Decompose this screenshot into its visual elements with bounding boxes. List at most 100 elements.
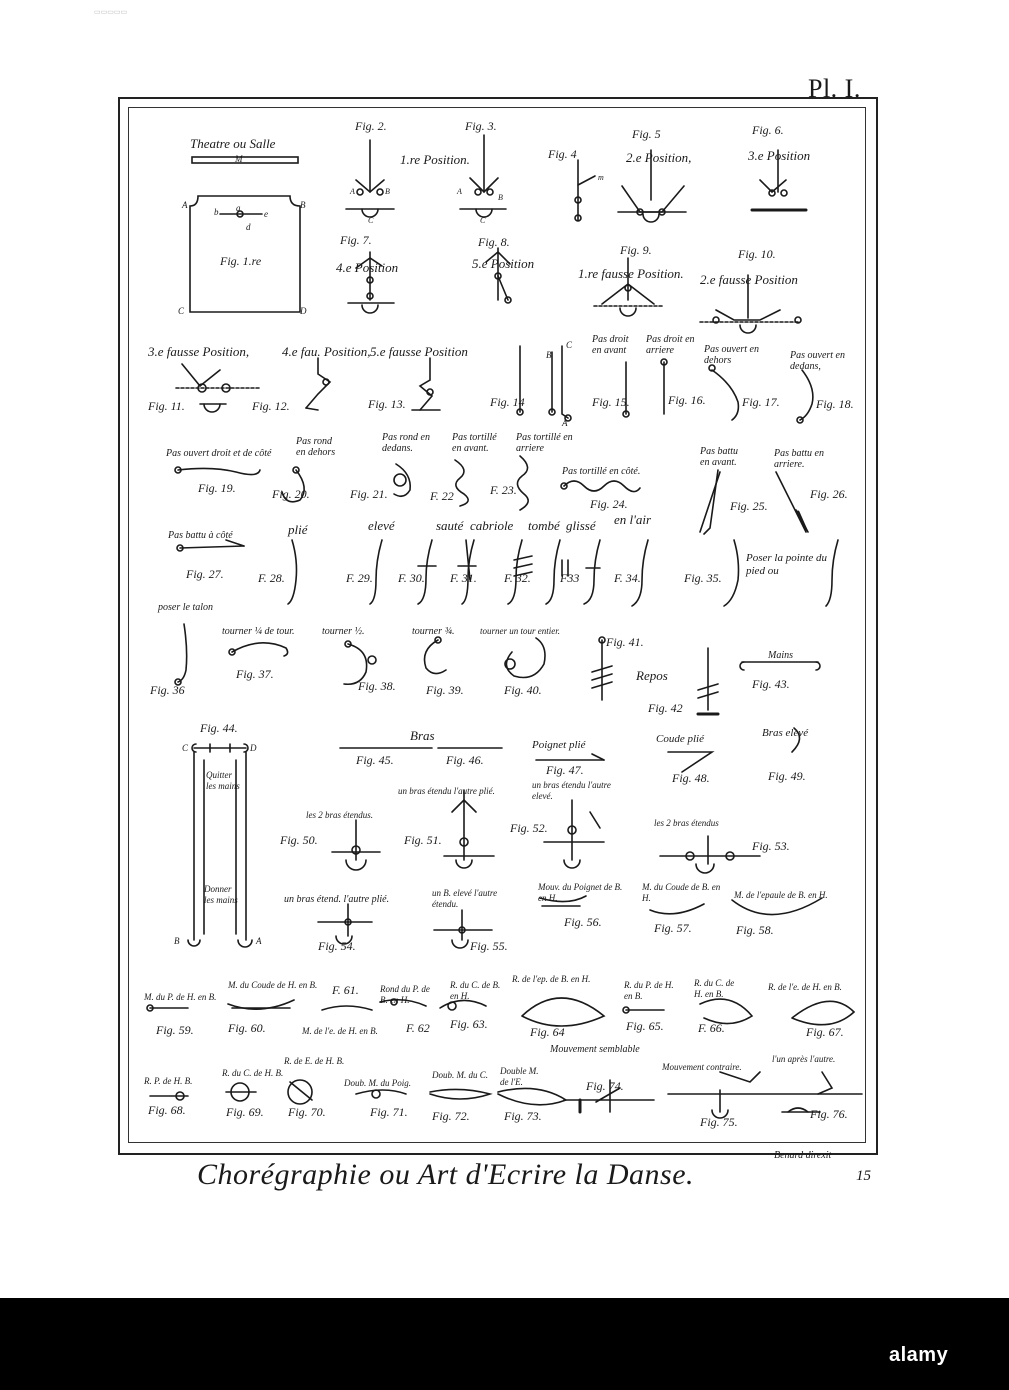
mouvement-semblable: Mouvement semblable	[550, 1044, 640, 1055]
fig-38: Fig. 38.	[358, 680, 396, 692]
label-glisse: glissé	[566, 520, 596, 531]
fig-6: Fig. 6.	[752, 124, 784, 136]
fig14-b: B	[546, 350, 552, 361]
fig-53: Fig. 53.	[752, 840, 790, 852]
position-4: 4.e Position	[336, 262, 398, 273]
quitter-mains: Quitter les mains	[206, 770, 242, 792]
m-poignet-h: M. du P. de H. en B.	[144, 992, 216, 1003]
fig-66: F. 66.	[698, 1022, 725, 1034]
theatre-m: M	[235, 154, 243, 165]
double-m-epaule: Double M. de l'E.	[500, 1066, 548, 1088]
fig-64: Fig. 64	[530, 1026, 565, 1038]
fig-46: Fig. 46.	[446, 754, 484, 766]
r-epaule-2: R. de l'e. de H. en B.	[768, 982, 842, 993]
donner-mains: Donner les mains	[204, 884, 242, 906]
mains: Mains	[768, 650, 793, 661]
fig-22: F. 22	[430, 490, 454, 502]
poser-pointe: Poser la pointe du pied ou	[746, 552, 830, 578]
fig-61: F. 61.	[332, 984, 359, 996]
tourner-quart: tourner ¼ de tour.	[222, 626, 295, 637]
fig2-b: B	[385, 186, 390, 197]
r-coude-2: R. du C. de H. en B.	[694, 978, 744, 1000]
fig-5: Fig. 5	[632, 128, 661, 140]
fausse-position-1: 1.re fausse Position.	[578, 268, 684, 279]
fig-36: Fig. 36	[150, 684, 185, 696]
bras-eleve: Bras elevé	[762, 728, 808, 739]
fig-18: Fig. 18.	[816, 398, 854, 410]
rond-poignet: Rond du P. de B. en H.	[380, 984, 436, 1006]
r-poignet: R. du P. de H. en B.	[624, 980, 684, 1002]
fig-17: Fig. 17.	[742, 396, 780, 408]
bras-etendu-eleve: un bras étendu l'autre elevé.	[532, 780, 618, 802]
un-apres-lautre: l'un après l'autre.	[772, 1054, 835, 1065]
fig-75: Fig. 75.	[700, 1116, 738, 1128]
fig-23: F. 23.	[490, 484, 517, 496]
fig-59: Fig. 59.	[156, 1024, 194, 1036]
fig44-a: A	[256, 936, 262, 947]
fig-26: Fig. 26.	[810, 488, 848, 500]
fig-14: Fig. 14	[490, 396, 525, 408]
fig-43: Fig. 43.	[752, 678, 790, 690]
theatre-d: D	[300, 306, 307, 317]
r-epaule: R. de l'ep. de B. en H.	[512, 974, 590, 985]
pas-battu-arriere: Pas battu en arriere.	[774, 448, 828, 470]
pas-ouvert-dedans: Pas ouvert en dedans,	[790, 350, 846, 372]
theatre-b: B	[300, 200, 306, 211]
fig-47: Fig. 47.	[546, 764, 584, 776]
fig-9: Fig. 9.	[620, 244, 652, 256]
poignet-plie: Poignet plié	[532, 740, 585, 751]
r-p-h-b: R. P. de H. B.	[144, 1076, 192, 1087]
fig2-c: C	[368, 215, 373, 226]
fig-35: Fig. 35.	[684, 572, 722, 584]
pas-battu-cote: Pas battu à côté	[168, 530, 233, 541]
pas-tortille-avant: Pas tortillé en avant.	[452, 432, 506, 454]
fig-58: Fig. 58.	[736, 924, 774, 936]
fig-63: Fig. 63.	[450, 1018, 488, 1030]
pas-tortille-cote: Pas tortillé en côté.	[562, 466, 640, 477]
watermark-bar: alamy	[0, 1298, 1009, 1390]
fig-71: Fig. 71.	[370, 1106, 408, 1118]
fig-57: Fig. 57.	[654, 922, 692, 934]
fig4-m: m	[598, 172, 604, 183]
fig-15: Fig. 15.	[592, 396, 630, 408]
position-3: 3.e Position	[748, 150, 810, 161]
fig-74: Fig. 74.	[586, 1080, 624, 1092]
pas-droit-arriere: Pas droit en arriere	[646, 334, 696, 356]
mouvement-contraire: Mouvement contraire.	[662, 1062, 742, 1073]
fig-34: F. 34.	[614, 572, 641, 584]
fig-33: F33	[560, 572, 579, 584]
plate-title: Chorégraphie ou Art d'Ecrire la Danse.	[197, 1158, 694, 1192]
label-plie: plié	[288, 524, 308, 535]
fig-29: F. 29.	[346, 572, 373, 584]
fig-44: Fig. 44.	[200, 722, 238, 734]
repos: Repos	[636, 670, 668, 681]
positions-row-2	[348, 248, 801, 333]
fig-39: Fig. 39.	[426, 684, 464, 696]
bras: Bras	[410, 730, 435, 741]
fig-73: Fig. 73.	[504, 1110, 542, 1122]
engraver-signature: Benard direxit	[774, 1150, 831, 1161]
fig-7: Fig. 7.	[340, 234, 372, 246]
double-m-poignet: Doub. M. du Poig.	[344, 1078, 411, 1089]
m-coude: M. du Coude de B. en H.	[642, 882, 722, 904]
fig-51: Fig. 51.	[404, 834, 442, 846]
m-epaule: M. de l'epaule de B. en H.	[734, 890, 828, 901]
pas-ouvert-droit: Pas ouvert droit et de côté	[166, 448, 271, 459]
fig-32: F. 32.	[504, 572, 531, 584]
r-coude: R. du C. de B. en H.	[450, 980, 502, 1002]
fig3-b: B	[498, 192, 503, 203]
fig-50: Fig. 50.	[280, 834, 318, 846]
fig-40: Fig. 40.	[504, 684, 542, 696]
tourner-trois-quarts: tourner ¾.	[412, 626, 455, 637]
fig3-c: C	[480, 215, 485, 226]
theatre-small-a: a	[236, 203, 241, 214]
bras-eleve-autre: un B. elevé l'autre étendu.	[432, 888, 514, 910]
theatre-small-b: b	[214, 207, 219, 218]
fig-68: Fig. 68.	[148, 1104, 186, 1116]
fig-20: Fig. 20.	[272, 488, 310, 500]
fig-8: Fig. 8.	[478, 236, 510, 248]
position-2: 2.e Position,	[626, 152, 691, 163]
r-e-h-b: R. de E. de H. B.	[284, 1056, 344, 1067]
tourner-entier: tourner un tour entier.	[480, 626, 560, 637]
position-1: 1.re Position.	[400, 154, 470, 165]
